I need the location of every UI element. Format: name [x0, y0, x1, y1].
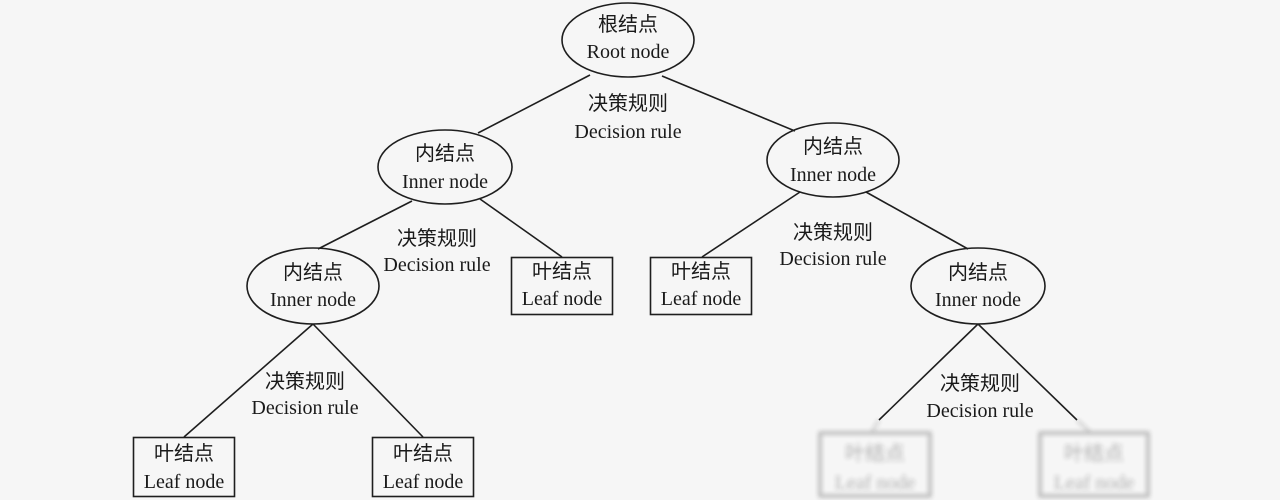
- inner-node-label-zh: 内结点: [415, 142, 475, 165]
- leaf-node-label-en: Leaf node: [1054, 472, 1135, 494]
- edge-fade-to-leaf-5: [871, 419, 880, 433]
- edge-root-to-inner-right: [661, 75, 796, 132]
- inner-node-ellipse: [377, 129, 513, 205]
- decision-rule-label-en: Decision rule: [383, 254, 490, 276]
- leaf-node-label-zh: 叶结点: [845, 442, 905, 465]
- decision-rule-5: 决策规则 Decision rule: [926, 372, 1033, 422]
- inner-node-ellipse: [246, 247, 380, 325]
- leaf-node-label-en: Leaf node: [383, 471, 464, 493]
- edge-fade-to-leaf-6: [1076, 419, 1091, 433]
- leaf-node-label-zh: 叶结点: [1064, 442, 1124, 465]
- inner-node-ellipse: [766, 122, 900, 198]
- decision-rule-2: 决策规则 Decision rule: [383, 227, 490, 276]
- inner-node-right-right: 内结点 Inner node: [910, 247, 1046, 325]
- edge-inner-left-left-to-leaf-3: [183, 323, 314, 438]
- root-node-label-en: Root node: [587, 41, 670, 63]
- inner-node-left: 内结点 Inner node: [377, 129, 513, 205]
- leaf-node-label-zh: 叶结点: [393, 442, 453, 465]
- inner-node-right: 内结点 Inner node: [766, 122, 900, 198]
- leaf-node-label-en: Leaf node: [144, 471, 225, 493]
- leaf-node-label-zh: 叶结点: [532, 260, 592, 283]
- inner-node-label-en: Inner node: [270, 289, 356, 311]
- edge-inner-right-right-to-leaf-6: [977, 323, 1078, 421]
- leaf-node-box: [510, 256, 614, 316]
- edge-inner-right-right-to-leaf-5: [878, 323, 979, 421]
- leaf-node-5: 叶结点 Leaf node: [818, 431, 932, 498]
- decision-rule-3: 决策规则 Decision rule: [779, 221, 886, 270]
- decision-rule-label-zh: 决策规则: [793, 221, 873, 244]
- inner-node-label-en: Inner node: [935, 289, 1021, 311]
- leaf-node-label-zh: 叶结点: [671, 260, 731, 283]
- decision-rule-label-zh: 决策规则: [940, 372, 1020, 395]
- leaf-node-box: [132, 436, 236, 498]
- leaf-node-4: 叶结点 Leaf node: [371, 436, 475, 498]
- decision-rule-label-en: Decision rule: [926, 400, 1033, 422]
- inner-node-label-zh: 内结点: [948, 261, 1008, 284]
- inner-node-left-left: 内结点 Inner node: [246, 247, 380, 325]
- leaf-node-box: [818, 431, 932, 498]
- leaf-node-box: [649, 256, 753, 316]
- leaf-node-1: 叶结点 Leaf node: [510, 256, 614, 316]
- edge-inner-left-left-to-leaf-4: [312, 323, 424, 438]
- decision-rule-label-zh: 决策规则: [588, 92, 668, 115]
- leaf-node-2: 叶结点 Leaf node: [649, 256, 753, 316]
- decision-rule-label-zh: 决策规则: [397, 227, 477, 250]
- root-node-ellipse: [561, 2, 695, 78]
- root-node: 根结点 Root node: [561, 2, 695, 78]
- inner-node-label-en: Inner node: [402, 171, 488, 193]
- leaf-node-box: [1038, 431, 1150, 498]
- edge-inner-right-to-leaf-2: [701, 191, 801, 258]
- inner-node-ellipse: [910, 247, 1046, 325]
- decision-rule-label-zh: 决策规则: [265, 370, 345, 393]
- leaf-node-6: 叶结点 Leaf node: [1038, 431, 1150, 498]
- decision-rule-label-en: Decision rule: [574, 121, 681, 143]
- inner-node-label-zh: 内结点: [283, 261, 343, 284]
- edge-root-to-inner-left: [477, 74, 591, 134]
- leaf-node-label-en: Leaf node: [522, 288, 603, 310]
- leaf-node-3: 叶结点 Leaf node: [132, 436, 236, 498]
- leaf-node-label-en: Leaf node: [835, 472, 916, 494]
- decision-rule-label-en: Decision rule: [251, 397, 358, 419]
- edge-inner-left-to-leaf-1: [479, 198, 563, 258]
- edge-inner-right-to-inner-right-right: [865, 191, 969, 250]
- leaf-node-label-zh: 叶结点: [154, 442, 214, 465]
- leaf-node-label-en: Leaf node: [661, 288, 742, 310]
- leaf-node-box: [371, 436, 475, 498]
- inner-node-label-zh: 内结点: [803, 135, 863, 158]
- decision-rule-4: 决策规则 Decision rule: [251, 370, 358, 419]
- edges: [183, 74, 1078, 438]
- obscured-leaf-region: 叶结点 Leaf node 叶结点 Leaf node: [818, 419, 1150, 498]
- root-node-label-zh: 根结点: [598, 13, 658, 36]
- decision-rule-label-en: Decision rule: [779, 248, 886, 270]
- decision-rule-1: 决策规则 Decision rule: [574, 92, 681, 143]
- inner-node-label-en: Inner node: [790, 164, 876, 186]
- edge-inner-left-to-inner-left-left: [317, 200, 413, 250]
